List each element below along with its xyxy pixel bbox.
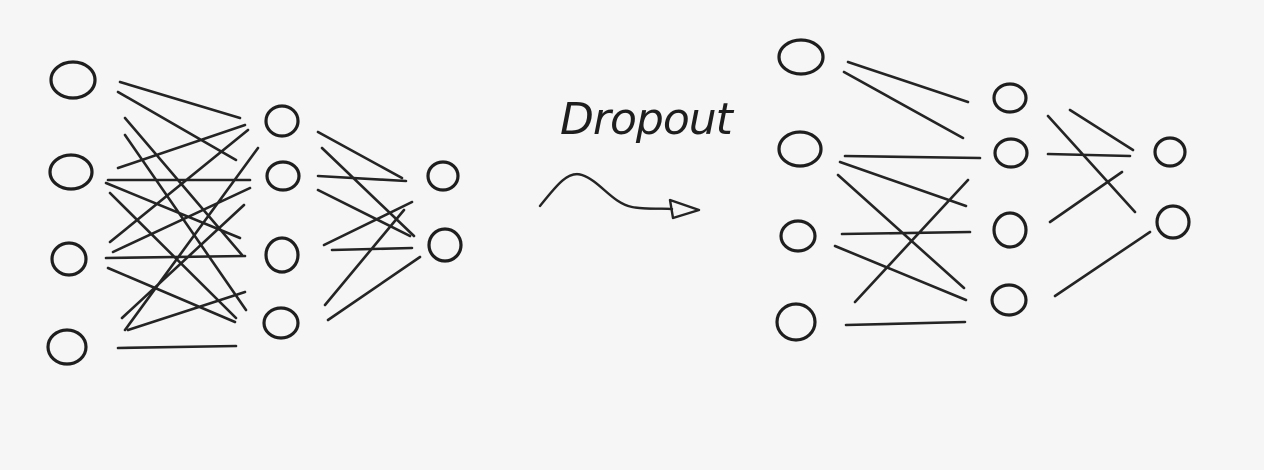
edge [104,254,247,260]
input-node [777,130,823,168]
edge [836,173,966,290]
input-node [48,153,94,191]
output-node [427,227,463,263]
edge [120,203,246,320]
dropout-network-edges-layer2 [1046,108,1152,298]
edge [853,178,970,304]
dropout-label: Dropout [560,94,735,145]
input-node [775,302,817,342]
hidden-node [990,283,1028,317]
input-node [46,328,88,366]
dropout-network [775,38,1191,342]
hidden-node [993,137,1029,169]
edge [123,146,260,332]
edge [123,133,248,312]
edge [833,244,968,302]
edge [123,116,244,257]
squiggle-arrow-icon [538,172,674,211]
edge [118,80,242,120]
hidden-node [264,236,300,274]
edge [840,230,972,236]
edge [320,146,416,238]
input-node [779,219,817,253]
output-node [426,160,460,192]
arrowhead-icon [668,198,701,220]
full-network [46,60,463,366]
edge [106,266,237,324]
edge [126,290,247,332]
input-node [50,241,88,277]
edge [316,174,408,183]
edge [842,70,965,140]
hidden-node [992,211,1028,249]
hidden-node [264,104,300,138]
edge [322,200,414,247]
full-network-nodes [46,60,463,366]
edge [116,123,247,170]
edge [844,320,967,327]
dropout-network-edges-layer1 [833,60,982,327]
edge [846,60,970,104]
edge [1046,152,1132,158]
hidden-node [992,82,1028,114]
dropout-network-nodes [775,38,1191,342]
edge [1068,108,1135,152]
input-node [777,38,825,76]
edge [1053,230,1152,298]
edge [108,128,250,244]
edge [326,255,422,322]
edge [116,90,238,162]
edge [108,191,238,320]
dropout-label-group: Dropout [538,94,736,220]
full-network-edges-layer1 [104,80,260,350]
edge [111,186,252,254]
edge [116,344,238,350]
full-network-edges-layer2 [316,130,422,322]
hidden-node [265,160,301,192]
hidden-node [262,306,300,340]
edge [1048,170,1124,224]
edge [1046,114,1137,214]
edge [316,130,404,180]
input-node [49,60,97,100]
edge [843,154,982,160]
output-node [1153,136,1187,168]
edge [323,208,406,307]
edge [838,160,968,208]
output-node [1155,204,1191,240]
edge [316,188,412,238]
